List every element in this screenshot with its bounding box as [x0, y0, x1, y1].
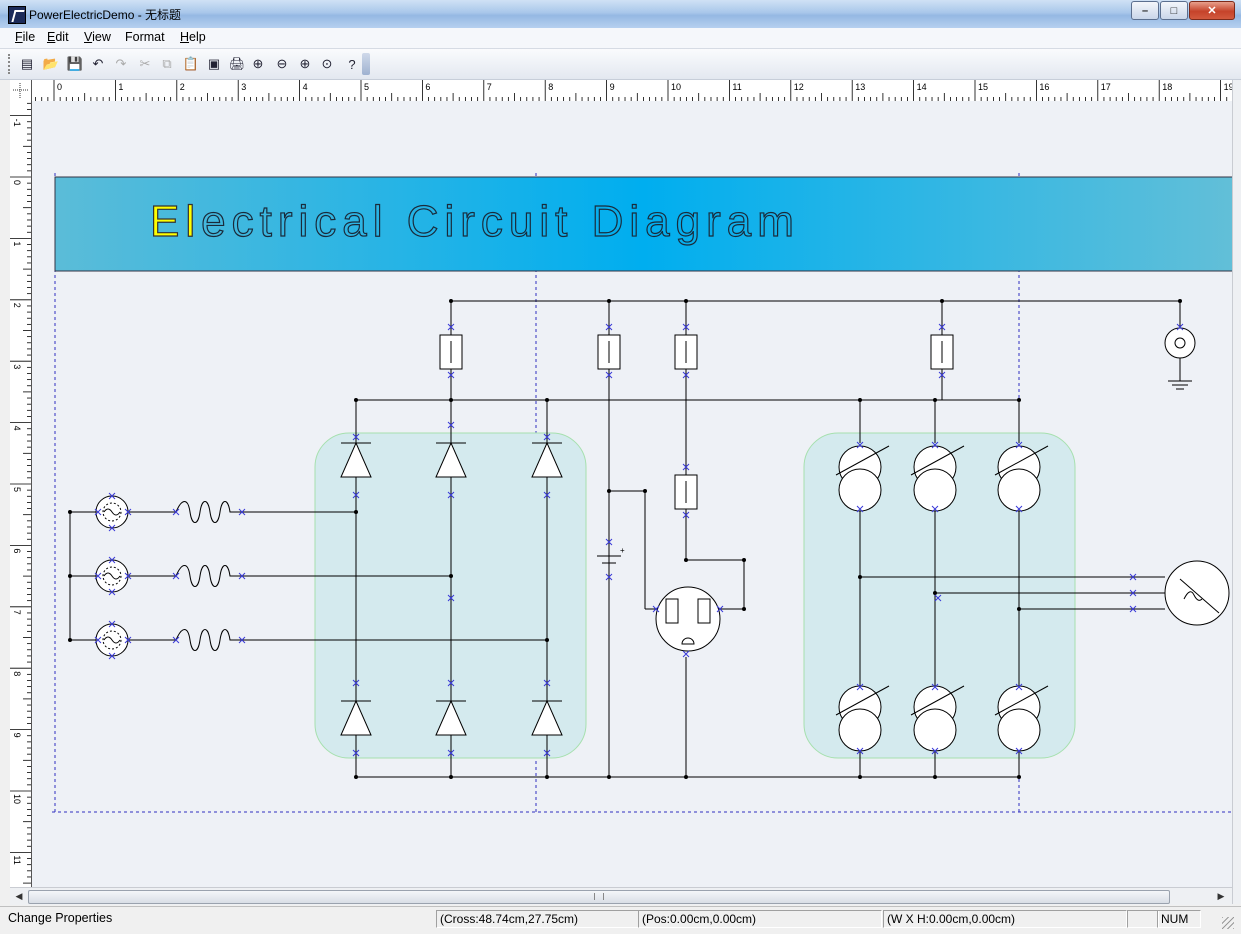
fuses[interactable] [439, 334, 954, 510]
cut-icon[interactable]: ✂ [139, 56, 151, 71]
vertical-scrollbar[interactable] [1232, 80, 1241, 904]
ruler-label: 16 [1039, 82, 1049, 92]
toolbar: ▤ 📂 💾 ↶ ↷ ✂ ⧉ 📋 ▣ 🖨 ⊕ ⊖ ⊕ ⊙? [0, 49, 1241, 80]
drawing-canvas[interactable]: Electrical Circuit Diagram [32, 101, 1232, 887]
ruler-label: 13 [855, 82, 865, 92]
ruler-label: 5 [364, 82, 369, 92]
resize-grip[interactable] [1222, 917, 1234, 929]
inductors[interactable] [175, 501, 242, 651]
ruler-label: 1 [118, 82, 123, 92]
ruler-label: 15 [978, 82, 988, 92]
meter[interactable] [1164, 560, 1230, 626]
ac-sources[interactable] [95, 495, 129, 657]
redo-icon[interactable]: ↷ [115, 56, 127, 71]
print-icon[interactable]: 🖨 [228, 56, 246, 71]
ruler-label: 7 [487, 82, 492, 92]
window-controls: – □ ✕ [1130, 1, 1235, 20]
ruler-label: 3 [12, 364, 22, 369]
title-banner[interactable]: Electrical Circuit Diagram [54, 176, 1232, 272]
ruler-label: 0 [57, 82, 62, 92]
ruler-label: 9 [12, 733, 22, 738]
ruler-label: 2 [12, 303, 22, 308]
junctions [68, 299, 1182, 779]
status-caps [1127, 910, 1159, 928]
ruler-label: 3 [241, 82, 246, 92]
diodes[interactable] [340, 441, 563, 736]
save-icon[interactable]: 💾 [66, 56, 84, 71]
minimize-button[interactable]: – [1131, 1, 1159, 20]
maximize-button[interactable]: □ [1160, 1, 1188, 20]
paste-icon[interactable]: 📋 [182, 56, 200, 71]
ruler-label: 9 [610, 82, 615, 92]
scrollbar-thumb[interactable] [28, 890, 1170, 904]
ruler-label: 10 [12, 794, 22, 804]
ruler-label: 1 [12, 241, 22, 246]
ruler-label: 14 [917, 82, 927, 92]
status-bar: Change Properties (Cross:48.74cm,27.75cm… [0, 906, 1241, 934]
svg-text:+: + [620, 546, 625, 555]
transformers[interactable] [835, 445, 1049, 752]
ruler-label: 8 [548, 82, 553, 92]
transformer-group[interactable] [803, 432, 1076, 759]
toolbar-overflow-button[interactable] [362, 53, 370, 75]
ruler-label: 8 [12, 671, 22, 676]
battery[interactable]: + [597, 546, 625, 564]
menu-file[interactable]: File [15, 30, 36, 44]
horizontal-scrollbar[interactable]: ◀ ▶ [10, 887, 1232, 905]
close-button[interactable]: ✕ [1189, 1, 1235, 20]
ruler-label: 11 [732, 82, 741, 92]
zoom-actual-icon[interactable]: ⊙ [321, 56, 333, 71]
title-bar: PowerElectricDemo - 无标题 – □ ✕ [0, 0, 1241, 29]
open-icon[interactable]: 📂 [42, 56, 60, 71]
wires [69, 300, 1181, 778]
scroll-left-icon[interactable]: ◀ [15, 891, 23, 901]
status-cross: (Cross:48.74cm,27.75cm) [436, 910, 639, 928]
circuit-diagram[interactable]: Electrical Circuit Diagram [32, 101, 1232, 887]
ruler-label: 2 [180, 82, 185, 92]
ruler-label: -1 [12, 119, 22, 127]
menu-edit[interactable]: Edit [47, 30, 69, 44]
menu-format[interactable]: Format [125, 30, 165, 44]
ruler-label: 0 [12, 180, 22, 185]
ruler-label: 10 [671, 82, 681, 92]
ruler-label: 19 [1224, 82, 1232, 92]
menu-view[interactable]: View [84, 30, 111, 44]
thumb-grip [594, 893, 604, 900]
ruler-label: 7 [12, 610, 22, 615]
ruler-label: 12 [794, 82, 804, 92]
ruler-label: 4 [303, 82, 308, 92]
toolbar-grip[interactable] [8, 54, 13, 74]
ruler-label: 6 [12, 548, 22, 553]
ruler-label: 6 [425, 82, 430, 92]
ruler-label: 11 [12, 855, 22, 864]
zoom-in-icon[interactable]: ⊕ [252, 56, 264, 71]
undo-icon[interactable]: ↶ [92, 56, 104, 71]
vertical-ruler: -1 0 1 2 3 4 5 6 7 8 9 10 11 [10, 101, 32, 887]
status-pos: (Pos:0.00cm,0.00cm) [638, 910, 882, 928]
ruler-corner[interactable] [10, 80, 32, 102]
help-icon[interactable]: ? [348, 56, 356, 72]
ruler-label: 4 [12, 426, 22, 431]
ruler-label: 18 [1162, 82, 1172, 92]
ruler-label: 17 [1101, 82, 1111, 92]
menu-help[interactable]: Help [180, 30, 206, 44]
window-title: PowerElectricDemo - 无标题 [29, 8, 182, 22]
ruler-label: 5 [12, 487, 22, 492]
lamp-ground[interactable] [1164, 327, 1196, 390]
banner-title: Electrical Circuit Diagram [150, 197, 800, 246]
new-icon[interactable]: ▤ [20, 56, 34, 71]
zoom-out-icon[interactable]: ⊖ [276, 56, 288, 71]
paste-special-icon[interactable]: ▣ [207, 56, 221, 71]
status-num: NUM [1157, 910, 1201, 928]
power-socket[interactable] [655, 586, 721, 652]
zoom-fit-icon[interactable]: ⊕ [299, 56, 311, 71]
horizontal-ruler: 012345678910111213141516171819 [32, 80, 1232, 102]
status-message: Change Properties [8, 911, 113, 925]
copy-icon[interactable]: ⧉ [162, 56, 172, 71]
status-size: (W X H:0.00cm,0.00cm) [883, 910, 1127, 928]
app-icon[interactable] [8, 6, 26, 24]
menu-bar: File Edit View Format Help [0, 28, 1241, 49]
scroll-right-icon[interactable]: ▶ [1217, 891, 1225, 901]
